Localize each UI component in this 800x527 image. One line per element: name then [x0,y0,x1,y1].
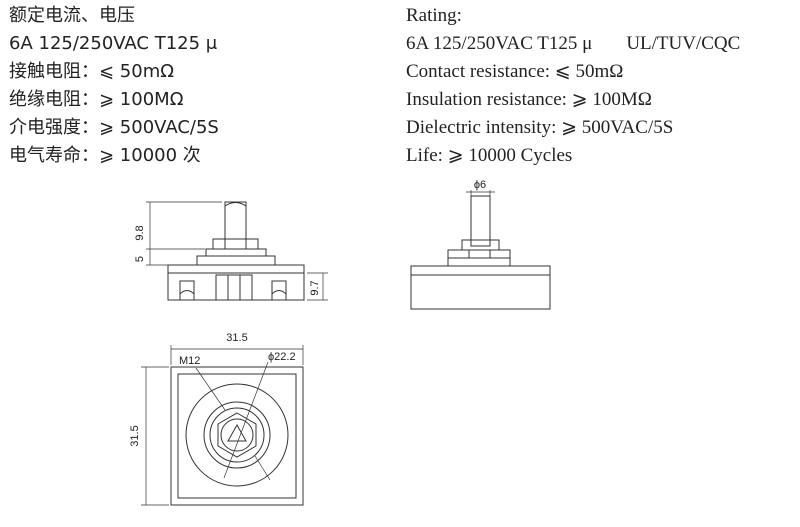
spec-contact-resistance-en: Contact resistance: ⩽ 50mΩ [406,61,624,82]
certifications-text: UL/TUV/CQC [626,33,741,54]
nut [205,248,267,257]
spec-contact-resistance-cn: 接触电阻：⩽ 50mΩ [9,61,174,82]
terminal-left-hole [179,290,195,295]
spec-insulation-resistance-cn: 绝缘电阻：⩾ 100MΩ [9,89,184,110]
leader-line [254,455,271,481]
spec-dielectric-en: Dielectric intensity: ⩾ 500VAC/5S [406,117,674,138]
side-view-right: ϕ6 [410,179,551,310]
leader-thread [195,367,226,411]
spec-rating-cn: 额定电流、电压 [9,5,135,26]
nut [447,249,511,259]
spec-rating-en: Rating: [406,5,462,26]
spec-insulation-resistance-en: Insulation resistance: ⩾ 100MΩ [406,89,652,110]
center-terminal [227,274,241,301]
leader-flange [223,361,269,479]
body [167,272,305,301]
terminal-right [271,280,287,301]
spec-dielectric-cn: 介电强度：⩾ 500VAC/5S [9,117,219,138]
hex-nut [217,412,257,458]
spec-life-en: Life: ⩾ 10000 Cycles [406,145,573,166]
dim-width: 31.5 [226,332,247,344]
dim-thread: M12 [179,355,200,367]
shaft-tip [224,202,247,207]
nut-top [461,239,500,251]
dim-height: 31.5 [129,425,141,446]
rating-value-text: 6A 125/250VAC T125 μ [406,33,593,54]
flange-circle [185,383,289,487]
side-view-front: 9.8 5 9.7 [134,201,328,301]
body-top [167,264,305,274]
collar [447,257,511,267]
dim-shaft-diameter: ϕ6 [474,179,486,191]
body [410,274,551,310]
shaft-circle [220,418,254,452]
dim-shaft-length: 9.8 [134,225,146,240]
spec-list-chinese: 额定电流、电压 6A 125/250VAC T125 μ 接触电阻：⩽ 50mΩ… [9,2,219,170]
thread-inner-circle [209,407,265,463]
spec-rating-value-cn: 6A 125/250VAC T125 μ [9,33,218,54]
spec-life-cn: 电气寿命：⩾ 10000 次 [9,145,201,166]
spec-rating-value-en: 6A 125/250VAC T125 μ UL/TUV/CQC [406,30,740,58]
dim-collar-height: 5 [134,256,146,262]
terminal-left [179,280,195,301]
body-square [170,366,304,506]
shaft [224,201,247,250]
body-inner [177,373,297,499]
shaft [470,195,491,247]
terminal-right-hole [271,290,287,295]
shaft-flat [227,423,247,442]
dim-flange-diameter: ϕ22.2 [268,351,296,363]
body-top [410,265,551,276]
dim-body-height: 9.7 [309,280,321,295]
nut-top [212,238,259,250]
top-view: 31.5 31.5 M12 ϕ22.2 [129,332,304,506]
thread-circle [203,401,271,469]
spec-list-english: Rating: 6A 125/250VAC T125 μ UL/TUV/CQC C… [406,2,740,170]
center-block [215,274,253,301]
collar [196,255,276,266]
